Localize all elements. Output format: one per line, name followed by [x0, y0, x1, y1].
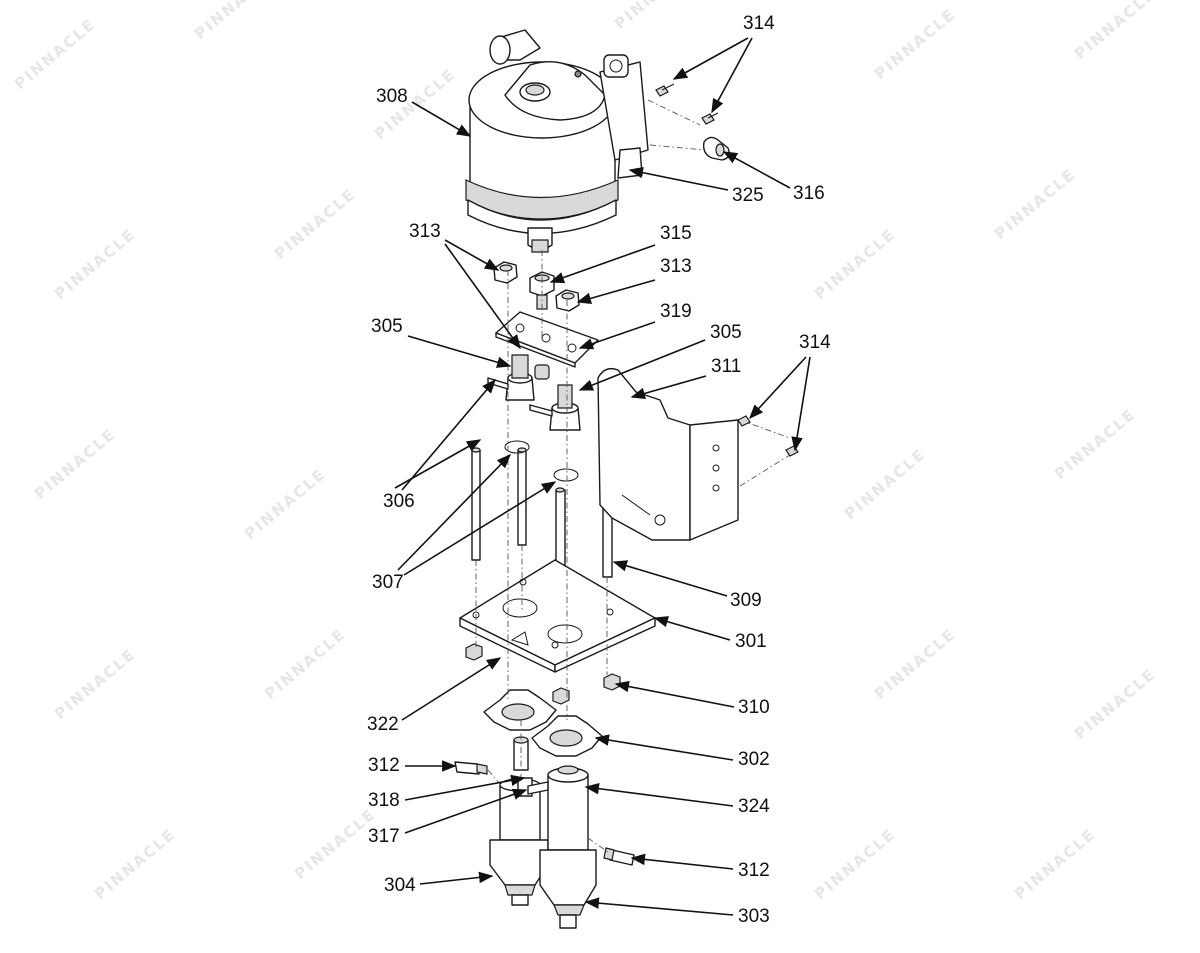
callout-315: 315	[660, 223, 692, 244]
leader-314-0	[672, 37, 749, 80]
leader-318-0	[404, 774, 526, 801]
leader-lines	[394, 37, 811, 916]
leader-306-0	[394, 439, 482, 489]
hub-305-right	[529, 384, 581, 431]
callout-319: 319	[660, 301, 692, 322]
callout-314: 314	[799, 332, 831, 353]
watermark-text: PINNACLE	[871, 625, 959, 703]
watermark-text: PINNACLE	[841, 445, 929, 523]
callout-302: 302	[738, 749, 770, 770]
leader-310-0	[614, 680, 735, 708]
nut-315	[529, 271, 555, 310]
callout-313: 313	[409, 221, 441, 242]
leader-307-1	[403, 481, 557, 576]
callout-306: 306	[383, 491, 415, 512]
leader-309-0	[612, 560, 728, 597]
bracket-311	[597, 367, 799, 541]
base-plate-301	[459, 559, 656, 673]
leader-305-0	[407, 335, 512, 368]
leader-315-0	[549, 244, 656, 284]
leader-312-0	[630, 853, 734, 870]
leader-322-0	[401, 657, 502, 721]
o-rings-307	[504, 440, 579, 482]
watermark-text: PINNACLE	[11, 15, 99, 93]
callout-314: 314	[743, 13, 775, 34]
watermark-text: PINNACLE	[241, 465, 329, 543]
leader-305-0	[578, 339, 706, 391]
callout-317: 317	[368, 826, 400, 847]
leader-313-0	[444, 239, 500, 271]
leader-302-0	[594, 734, 734, 761]
watermark-text: PINNACLE	[291, 805, 379, 883]
leader-313-1	[444, 243, 521, 350]
leader-306-1	[401, 378, 496, 491]
leader-314-1	[711, 37, 753, 114]
elbow-fitting-316	[702, 136, 730, 161]
callout-305: 305	[371, 316, 403, 337]
watermark-text: PINNACLE	[991, 165, 1079, 243]
nut-313-right	[555, 289, 580, 312]
watermark-text: PINNACLE	[51, 645, 139, 723]
callout-312: 312	[368, 755, 400, 776]
callout-310: 310	[738, 697, 770, 718]
leader-311-0	[630, 375, 707, 400]
motor-308	[465, 29, 649, 253]
pump-303	[539, 765, 597, 929]
leader-307-0	[397, 453, 512, 571]
watermark-text: PINNACLE	[191, 0, 279, 43]
screws-314-upper	[647, 83, 719, 151]
leader-308-0	[411, 101, 472, 137]
callout-307: 307	[372, 572, 404, 593]
watermark-text: PINNACLE	[271, 185, 359, 263]
callout-316: 316	[793, 183, 825, 204]
callout-labels: 314 308 316 325 313 315 313 319 305 305 311 314 306 3…	[367, 13, 831, 927]
leader-313-0	[576, 279, 656, 304]
hub-305-left	[487, 354, 550, 401]
leader-314-1	[791, 356, 811, 452]
watermark-text: PINNACLE	[91, 825, 179, 903]
watermark-text: PINNACLE	[31, 425, 119, 503]
leader-303-0	[584, 897, 734, 916]
star-nuts-302	[483, 689, 603, 757]
leader-319-0	[578, 321, 656, 350]
nuts-310	[465, 643, 621, 705]
watermark-text: PINNACLE	[811, 825, 899, 903]
watermark-text: PINNACLE	[871, 5, 959, 83]
watermark-text: PINNACLE	[611, 0, 699, 33]
nut-313-left	[493, 261, 518, 284]
callout-324: 324	[738, 796, 770, 817]
callout-303: 303	[738, 906, 770, 927]
watermark-text: PINNACLE	[1071, 665, 1159, 743]
watermark-text: PINNACLE	[811, 225, 899, 303]
fittings-312	[454, 761, 635, 866]
callout-311: 311	[711, 356, 741, 377]
leader-314-0	[749, 356, 807, 420]
leader-301-0	[653, 616, 731, 641]
watermark-text: PINNACLE	[261, 625, 349, 703]
callout-325: 325	[732, 185, 764, 206]
callout-308: 308	[376, 86, 408, 107]
rods-309	[555, 459, 613, 611]
callout-305: 305	[710, 322, 742, 343]
watermark-text: PINNACLE	[1011, 825, 1099, 903]
callout-304: 304	[384, 875, 416, 896]
leader-316-0	[722, 151, 791, 189]
callout-309: 309	[730, 590, 762, 611]
callout-312: 312	[738, 860, 770, 881]
callout-322: 322	[367, 714, 399, 735]
callout-313: 313	[660, 256, 692, 277]
watermark-text: PINNACLE	[1071, 0, 1159, 63]
callout-318: 318	[368, 790, 400, 811]
watermark-text: PINNACLE	[1051, 405, 1139, 483]
watermark-text: PINNACLE	[51, 225, 139, 303]
plate-319	[495, 311, 599, 368]
leader-304-0	[419, 871, 494, 885]
leader-325-0	[628, 166, 729, 191]
callout-301: 301	[735, 631, 767, 652]
leader-324-0	[584, 782, 734, 807]
leader-317-0	[404, 788, 528, 834]
